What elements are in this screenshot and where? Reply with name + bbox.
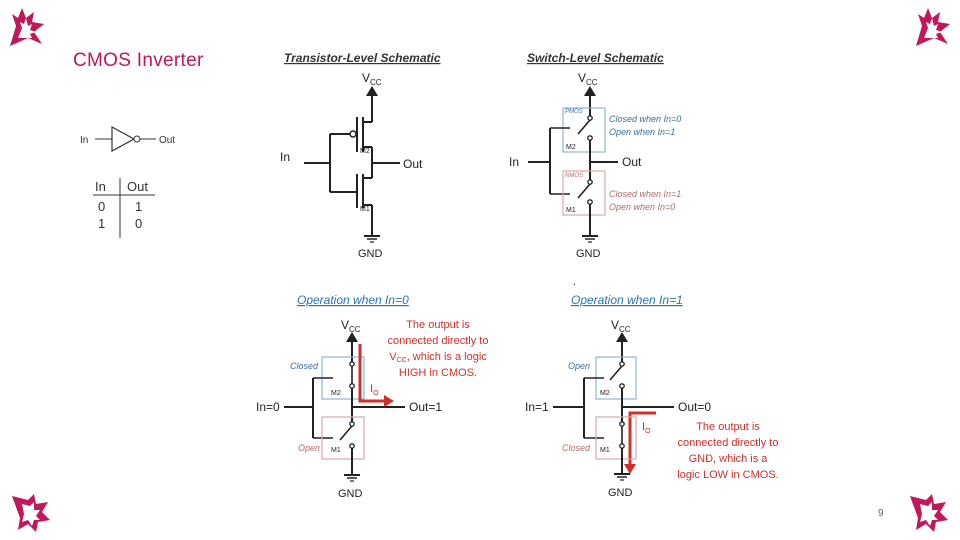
slide-title: CMOS Inverter [73,50,204,71]
gnd-label: GND [358,248,383,260]
svg-text:VCC, which is a logic: VCC, which is a logic [389,351,487,364]
transistor-schematic: Transistor-Level Schematic VCC M2 Out In [280,51,441,260]
switch-gnd-label: GND [576,248,601,260]
op0-bottom-state: Open [298,443,320,453]
switch-pmos-label: M2 [566,144,576,151]
op0-title: Operation when In=0 [297,293,409,307]
operation-in1: Operation when In=1 VCC Open M2 In=1 Out… [525,293,779,499]
nmos-tag: NMOS [565,173,583,179]
op0-gnd: GND [338,488,363,500]
truth-table-cell: 1 [98,216,105,231]
op1-output: Out=0 [678,400,711,414]
transistor-schematic-title: Transistor-Level Schematic [284,51,441,65]
svg-text:GND, which is a: GND, which is a [689,453,769,465]
truth-table-cell: 0 [98,199,105,214]
gate-output-label: Out [159,135,175,146]
op1-current: IO [642,421,651,435]
operation-in0: Operation when In=0 VCC Closed M2 In=0 O… [256,293,488,500]
op0-note: The output is connected directly to VCC,… [388,319,489,379]
op1-gnd: GND [608,487,633,499]
not-gate: In Out [80,125,175,153]
svg-text:logic LOW in CMOS.: logic LOW in CMOS. [677,469,778,481]
pmos-note-open: Open when In=1 [609,127,675,137]
op0-vcc: VCC [341,318,361,334]
nmos-note-open: Open when In=0 [609,202,675,212]
logo-top-right-icon [916,8,950,46]
stray-dot: . [573,276,576,288]
truth-table-header-out: Out [127,179,148,194]
op0-nmos: M1 [331,447,341,454]
op1-input: In=1 [525,400,549,414]
switch-output-label: Out [622,155,642,169]
svg-text:The output is: The output is [696,421,760,433]
op1-vcc: VCC [611,318,631,334]
vcc-label: VCC [362,71,382,87]
op0-current: IO [370,383,379,397]
input-label: In [280,150,290,164]
truth-table: In Out 0 1 1 0 [93,178,155,238]
svg-text:connected directly to: connected directly to [678,437,779,449]
svg-text:HIGH in CMOS.: HIGH in CMOS. [399,367,477,379]
switch-input-label: In [509,155,519,169]
op1-note: The output is connected directly to GND,… [677,421,778,481]
gate-input-label: In [80,135,88,146]
svg-text:The output is: The output is [406,319,470,331]
page-number: 9 [878,508,884,519]
op0-pmos: M2 [331,390,341,397]
nmos-label: M1 [360,206,370,213]
switch-nmos-label: M1 [566,207,576,214]
op0-output: Out=1 [409,400,442,414]
op1-top-state: Open [568,361,590,371]
op1-bottom-state: Closed [562,443,591,453]
op0-input: In=0 [256,400,280,414]
truth-table-cell: 0 [135,216,142,231]
op0-top-state: Closed [290,361,319,371]
logo-bottom-left-icon [12,494,50,532]
pmos-note-closed: Closed when In=0 [609,114,681,124]
pmos-tag: PMOS [565,109,583,115]
truth-table-cell: 1 [135,199,142,214]
nmos-note-closed: Closed when In=1 [609,189,681,199]
op1-title: Operation when In=1 [571,293,683,307]
output-label: Out [403,157,423,171]
logo-bottom-right-icon [910,494,948,532]
switch-vcc-label: VCC [578,71,598,87]
pmos-label: M2 [360,148,370,155]
op1-pmos: M2 [600,390,610,397]
switch-schematic-title: Switch-Level Schematic [527,51,664,65]
op1-nmos: M1 [600,447,610,454]
switch-schematic: Switch-Level Schematic VCC PMOS M2 Close… [509,51,681,288]
svg-text:connected directly to: connected directly to [388,335,489,347]
logo-top-left-icon [10,8,44,46]
truth-table-header-in: In [95,179,106,194]
